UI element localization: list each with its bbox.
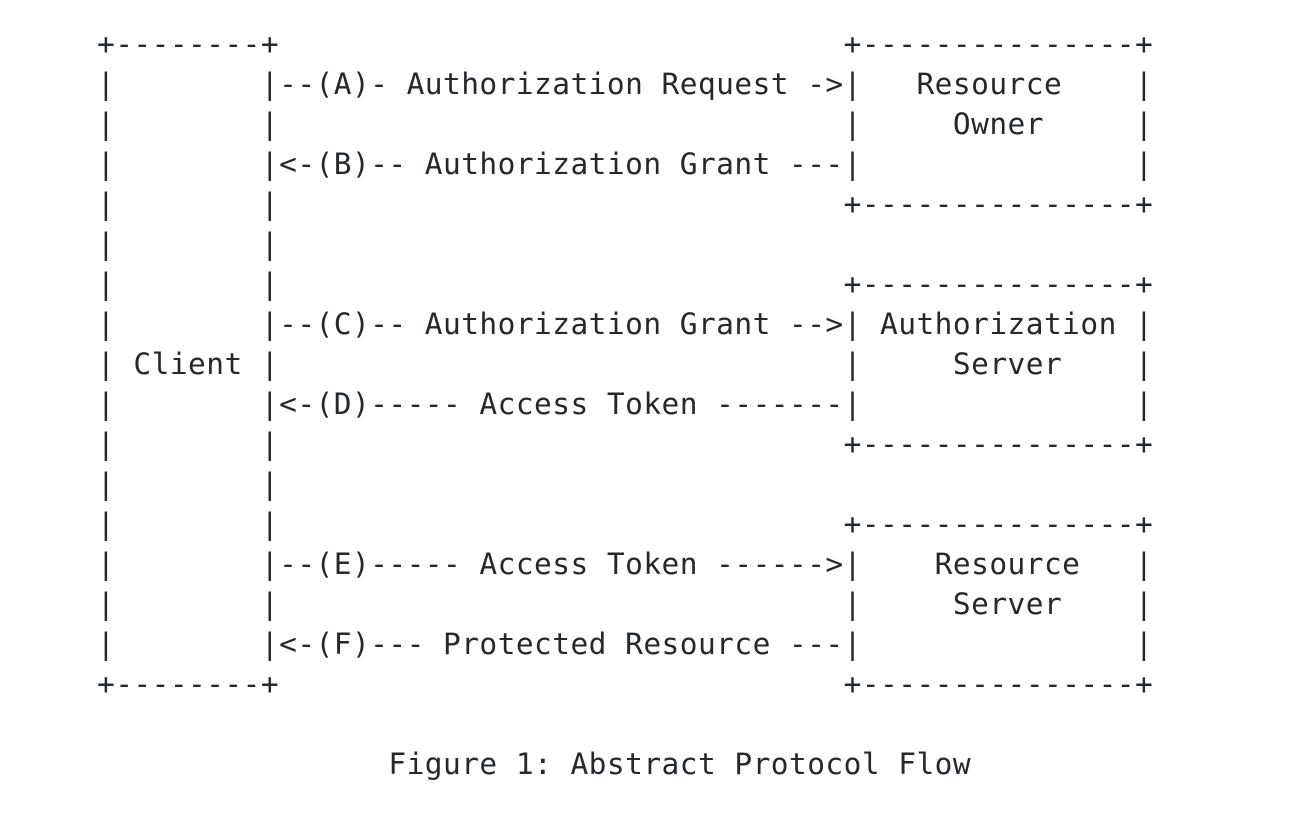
figure-caption: Figure 1: Abstract Protocol Flow <box>97 747 972 781</box>
ascii-protocol-flow-diagram: +--------+ +---------------+ | |--(A)- A… <box>97 27 1154 701</box>
